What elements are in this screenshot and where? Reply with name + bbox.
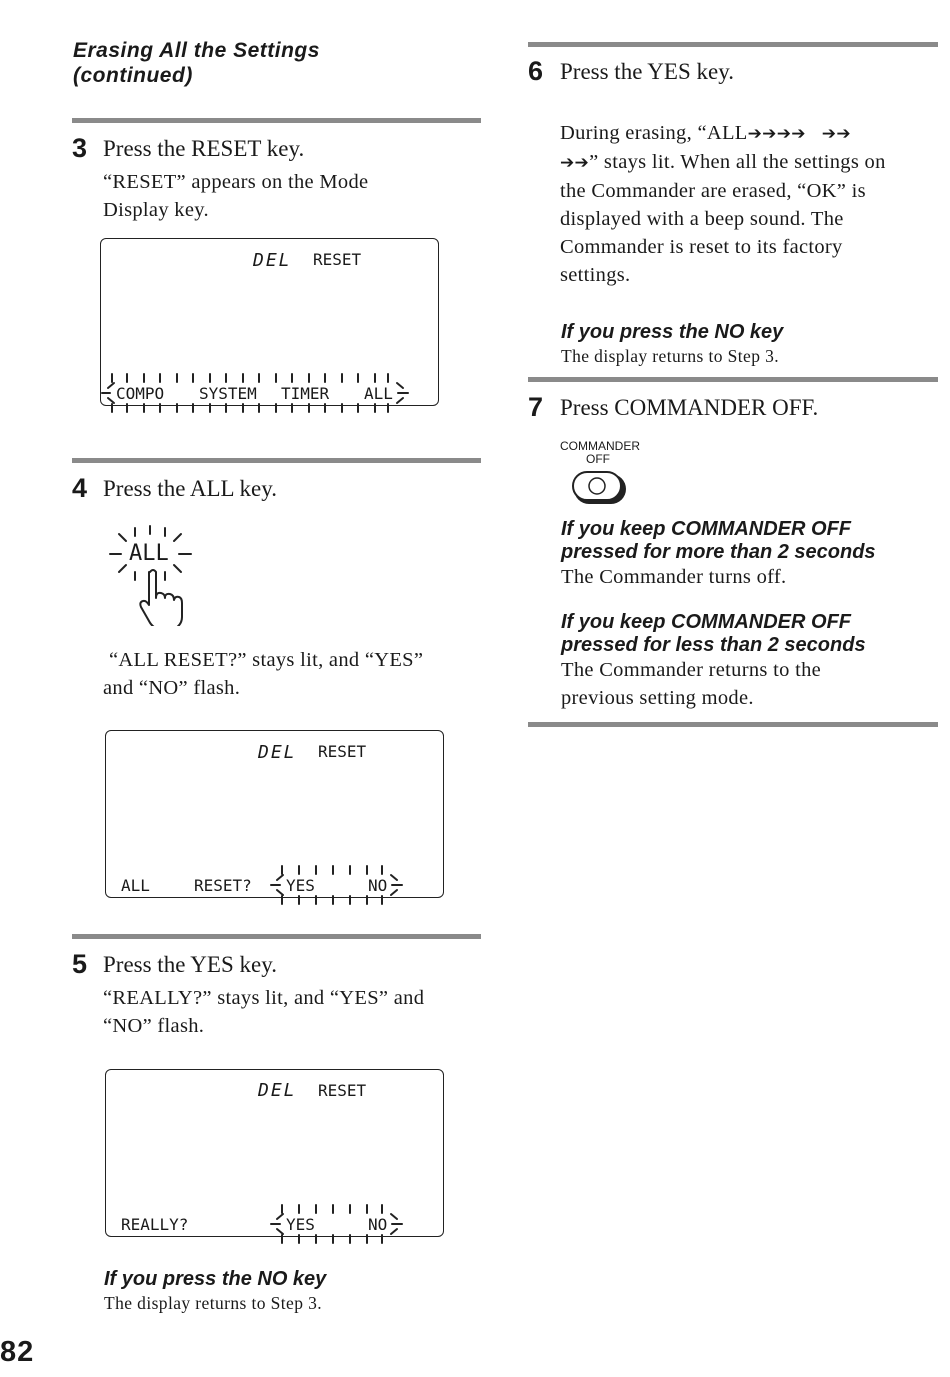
note-keep-less-heading: If you keep COMMANDER OFF pressed for le… <box>561 611 866 657</box>
lcd-yes-label: YES <box>286 876 315 895</box>
progress-arrow-icon: ➔ <box>560 153 575 173</box>
step-6-text-line1: During erasing, “ALL➔➔➔➔➔➔ <box>560 119 940 148</box>
step-6-text-prefix: During erasing, “ALL <box>560 122 748 144</box>
lcd-del-indicator: DEL <box>258 1080 297 1101</box>
all-key-label: ALL <box>129 541 169 566</box>
step-6-number: 6 <box>528 56 544 86</box>
step-5-number: 5 <box>72 949 88 979</box>
step-6-text-line2: ➔➔” stays lit. When all the settings on <box>560 148 940 177</box>
note-keep-more-body: The Commander turns off. <box>561 566 787 588</box>
step-4-divider <box>72 458 481 463</box>
step-5-text-line2: “NO” flash. <box>103 1015 205 1037</box>
lcd-no-label: NO <box>368 1215 388 1234</box>
lcd-del-indicator: DEL <box>253 250 292 271</box>
note-keep-less-heading-line1: If you keep COMMANDER OFF <box>561 611 852 633</box>
progress-arrow-icon: ➔ <box>791 124 806 144</box>
lcd-display-reset: DEL RESET COMPO SYSTEM TIMER ALL <box>100 238 439 406</box>
lcd-reset-indicator: RESET <box>318 742 367 761</box>
note-keep-less-body-line2: previous setting mode. <box>561 687 754 709</box>
note-keep-more-heading-line2: pressed for more than 2 seconds <box>561 541 876 563</box>
lcd-compo-label: COMPO <box>116 384 165 403</box>
step-3-text-line2: Display key. <box>103 199 209 221</box>
commander-off-illustration: COMMANDER OFF <box>560 440 640 510</box>
step-6-text-line6: settings. <box>560 264 631 286</box>
step-4-title: Press the ALL key. <box>103 476 277 501</box>
step-6-text-line4: displayed with a beep sound. The <box>560 208 844 230</box>
step-6-text-suffix: ” stays lit. When all the settings on <box>589 151 886 173</box>
step-3-number: 3 <box>72 133 88 163</box>
section-title: Erasing All the Settings (continued) <box>73 38 320 88</box>
commander-off-label: COMMANDER OFF <box>560 439 640 466</box>
progress-arrow-icon: ➔ <box>776 124 792 144</box>
commander-off-label-line1: COMMANDER <box>560 439 640 453</box>
step-5-divider <box>72 934 481 939</box>
step-3-divider <box>72 118 481 123</box>
flash-marks-yes-no <box>270 865 403 905</box>
all-key-illustration: ALL <box>105 522 200 627</box>
lcd-del-indicator: DEL <box>258 742 297 763</box>
note-keep-less-heading-line2: pressed for less than 2 seconds <box>561 634 866 656</box>
step-7-number: 7 <box>528 392 544 422</box>
section-title-line1: Erasing All the Settings <box>73 39 320 62</box>
progress-arrow-icon: ➔ <box>762 124 777 144</box>
hand-pointer-icon <box>139 569 183 626</box>
lcd-no-label: NO <box>368 876 388 895</box>
lcd-yes-label: YES <box>286 1215 315 1234</box>
step-5-text-line1: “REALLY?” stays lit, and “YES” and <box>103 987 425 1009</box>
lcd-system-label: SYSTEM <box>199 384 257 403</box>
step-4-text-line1: “ALL RESET?” stays lit, and “YES” <box>109 649 424 671</box>
lcd-display-all-reset: DEL RESET ALL RESET? YES NO <box>105 730 444 898</box>
step-6-title: Press the YES key. <box>560 59 734 84</box>
section-end-divider <box>528 722 938 727</box>
section-title-line2: (continued) <box>73 64 193 87</box>
step-6-text-line3: the Commander are erased, “OK” is <box>560 180 866 202</box>
step-4-text: “ALL RESET?” stays lit, and “YES” and “N… <box>103 646 423 702</box>
progress-arrow-icon: ➔ <box>821 124 837 144</box>
lcd-reset-question: RESET? <box>194 876 252 895</box>
flash-marks-icon <box>109 525 192 581</box>
progress-arrow-icon: ➔ <box>574 153 590 173</box>
step-4-text-line2: and “NO” flash. <box>103 677 241 699</box>
lcd-all-label: ALL <box>364 384 393 403</box>
step-7-divider <box>528 377 938 382</box>
note-keep-less-body-line1: The Commander returns to the <box>561 659 822 681</box>
lcd-display-really: DEL RESET REALLY? YES NO <box>105 1069 444 1237</box>
step-6-text: During erasing, “ALL➔➔➔➔➔➔ ➔➔” stays lit… <box>560 119 940 289</box>
note-no-key-heading: If you press the NO key <box>104 1268 327 1290</box>
step-3-text-line1: “RESET” appears on the Mode <box>103 171 369 193</box>
step-3-title: Press the RESET key. <box>103 136 305 161</box>
step-4-number: 4 <box>72 473 88 503</box>
lcd-timer-label: TIMER <box>281 384 330 403</box>
commander-off-label-line2: OFF <box>586 452 610 466</box>
flash-marks-all-options <box>101 373 409 413</box>
step-6-divider <box>528 42 938 47</box>
note-no-key-body: The display returns to Step 3. <box>104 1293 323 1313</box>
note-keep-less-body: The Commander returns to the previous se… <box>561 656 821 712</box>
step-5-text: “REALLY?” stays lit, and “YES” and “NO” … <box>103 984 424 1040</box>
commander-off-button-icon <box>572 471 626 504</box>
lcd-really-label: REALLY? <box>121 1215 189 1234</box>
step-7-title: Press COMMANDER OFF. <box>560 395 819 420</box>
progress-arrow-icon: ➔ <box>836 124 851 144</box>
lcd-reset-indicator: RESET <box>313 250 362 269</box>
flash-marks-yes-no <box>270 1204 403 1244</box>
note-no-key-body: The display returns to Step 3. <box>561 346 780 366</box>
note-no-key-heading: If you press the NO key <box>561 321 784 343</box>
step-6-text-line5: Commander is reset to its factory <box>560 236 843 258</box>
step-5-title: Press the YES key. <box>103 952 277 977</box>
page-number: 82 <box>0 1336 35 1368</box>
note-keep-more-heading: If you keep COMMANDER OFF pressed for mo… <box>561 518 876 564</box>
progress-arrow-icon: ➔ <box>747 124 763 144</box>
step-3-text: “RESET” appears on the Mode Display key. <box>103 168 368 224</box>
lcd-reset-indicator: RESET <box>318 1081 367 1100</box>
note-keep-more-heading-line1: If you keep COMMANDER OFF <box>561 518 852 540</box>
lcd-all-label: ALL <box>121 876 150 895</box>
